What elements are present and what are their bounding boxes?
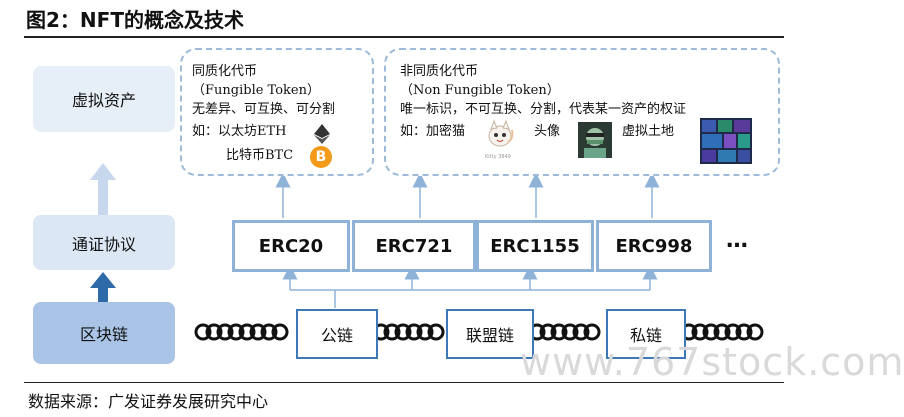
chain-link (227, 323, 245, 341)
chain-link (383, 323, 401, 341)
nft-properties: 唯一标识，不可互换、分割，代表某一资产的权证 (400, 102, 687, 117)
crypto-kitty-caption: Kitty 3849 (485, 154, 511, 160)
consortium-chain-box: 联盟链 (446, 309, 534, 359)
nft-example-avatar: 头像 (534, 124, 561, 139)
diagram-connectors (90, 163, 764, 341)
ethereum-icon (314, 124, 330, 144)
nft-title: 非同质化代币 (400, 64, 479, 79)
crypto-kitty-icon (488, 119, 514, 147)
erc20-box: ERC20 (232, 220, 350, 272)
fungible-english: （Fungible Token） (192, 83, 320, 98)
fungible-title: 同质化代币 (192, 64, 258, 79)
bitcoin-icon: B (310, 146, 332, 168)
chain-link (260, 323, 278, 341)
footer-divider (24, 382, 784, 383)
fungible-example-btc: 比特币BTC (226, 148, 294, 163)
chain-link (691, 323, 709, 341)
fungible-token-box (180, 48, 374, 176)
chain-link (735, 323, 753, 341)
erc1155-box: ERC1155 (476, 220, 594, 272)
chain-link (724, 323, 742, 341)
erc998-box: ERC998 (596, 220, 712, 272)
private-chain-box: 私链 (606, 309, 686, 359)
more-standards-ellipsis: … (726, 228, 750, 253)
virtual-land-icon (700, 118, 752, 164)
chain-link (746, 323, 764, 341)
chain-link (394, 323, 412, 341)
chain-link (405, 323, 423, 341)
chain-link (561, 323, 579, 341)
chain-link (572, 323, 590, 341)
left-arrow-light (90, 163, 116, 215)
avatar-icon (578, 122, 612, 158)
chain-link (249, 323, 267, 341)
left-arrow-dark (90, 272, 116, 302)
chain-link (427, 323, 445, 341)
chain-link (702, 323, 720, 341)
chain-links-icon (194, 323, 764, 341)
nft-example-land: 虚拟土地 (622, 124, 675, 139)
nft-english: （Non Fungible Token） (400, 83, 560, 98)
chain-link (238, 323, 256, 341)
public-chain-box: 公链 (296, 309, 378, 359)
virtual-asset-box: 虚拟资产 (33, 66, 175, 132)
chain-link (271, 323, 289, 341)
page-title: 图2：NFT的概念及技术 (26, 8, 244, 32)
chain-link (583, 323, 601, 341)
watermark: www.767stock.com (520, 340, 904, 384)
blockchain-box: 区块链 (33, 302, 175, 364)
chain-link (416, 323, 434, 341)
fungible-properties: 无差异、可互换、可分割 (192, 102, 336, 117)
chain-link (713, 323, 731, 341)
chain-to-erc-bracket (282, 264, 658, 308)
fungible-example-eth: 如：以太坊ETH (192, 124, 287, 139)
chain-link (205, 323, 223, 341)
erc721-box: ERC721 (352, 220, 476, 272)
nft-example-cat: 如：加密猫 (400, 124, 466, 139)
chain-link (539, 323, 557, 341)
chain-link (216, 323, 234, 341)
chain-link (194, 323, 212, 341)
erc-to-token-arrows (275, 172, 660, 218)
title-divider (24, 36, 784, 38)
token-protocol-box: 通证协议 (33, 215, 175, 270)
source-note: 数据来源：广发证券发展研究中心 (28, 392, 269, 411)
chain-link (550, 323, 568, 341)
